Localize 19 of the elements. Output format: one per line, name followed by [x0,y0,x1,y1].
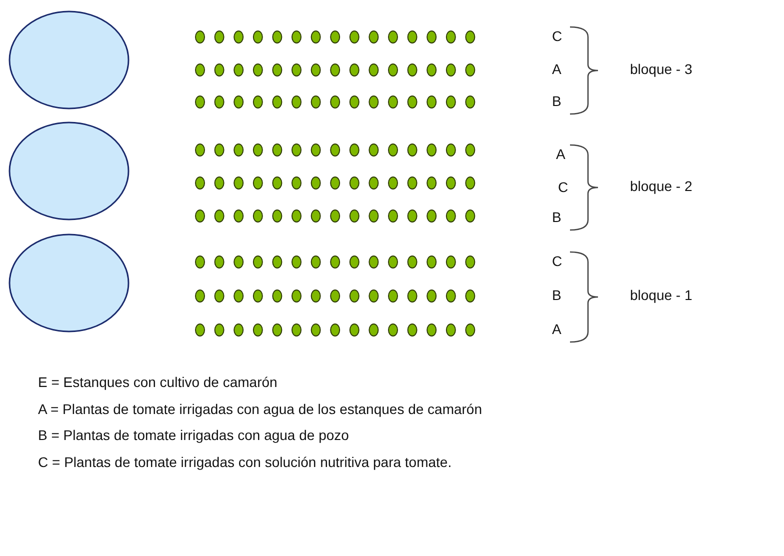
treatment-letter: A [552,321,562,337]
legend-note: E = Estanques con cultivo de camarón [38,374,278,390]
pond-ellipse [8,233,130,333]
block-label: bloque - 1 [630,287,692,303]
treatment-letter: C [558,179,568,195]
treatment-letter: C [552,253,562,269]
legend-note: A = Plantas de tomate irrigadas con agua de los estanques de camarón [38,400,482,416]
pond-ellipse [8,10,130,110]
block-label: bloque - 3 [630,60,692,76]
pond-ellipse [8,121,130,221]
legend-note: C = Plantas de tomate irrigadas con solución nutritiva para tomate. [38,454,452,470]
block-label: bloque - 2 [630,178,692,194]
treatment-letter: A [556,146,566,162]
treatment-letter: A [552,61,562,77]
treatment-letter: C [552,28,562,44]
legend-note: B = Plantas de tomate irrigadas con agua de pozo [38,427,349,443]
treatment-letter: B [552,93,562,109]
treatment-letter: B [552,209,562,225]
treatment-letter: B [552,287,562,303]
